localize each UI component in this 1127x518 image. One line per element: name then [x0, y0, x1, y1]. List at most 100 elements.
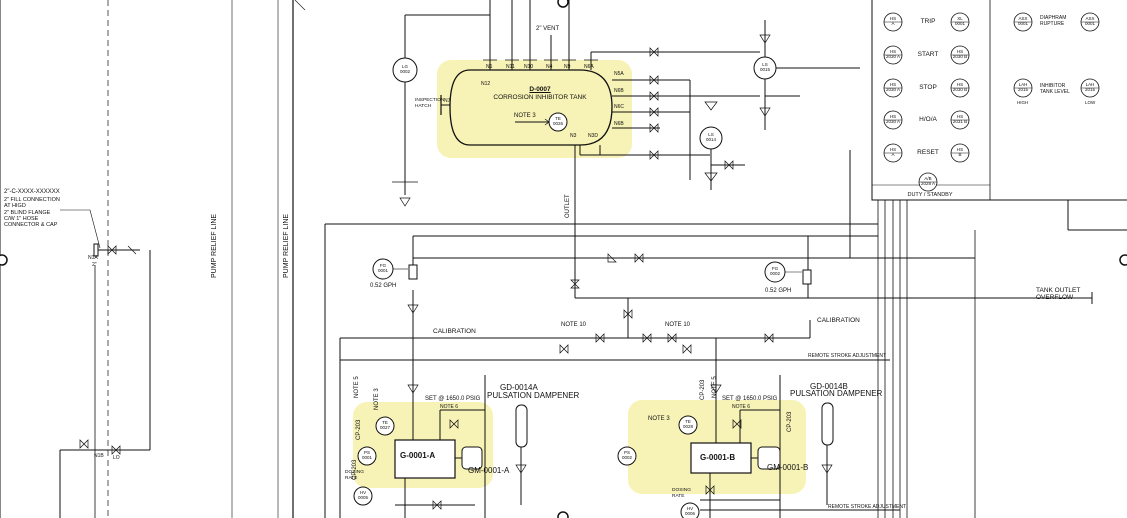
frame-mark-left: [0, 254, 8, 266]
hv-0005-bubble: [353, 486, 373, 506]
tank-nozzle-n9: N9: [564, 64, 571, 70]
gph-label-2: 0.52 GPH: [765, 288, 792, 294]
panel-label-stop: STOP: [919, 84, 937, 91]
dampener-a-body: [515, 404, 528, 448]
frame-mark-bottom: [557, 511, 569, 518]
n1a-label: N1A: [88, 255, 98, 261]
alarm-label-2: INHIBITOR TANK LEVEL: [1040, 83, 1070, 95]
duty-standby-label: DUTY / STANDBY: [907, 192, 953, 198]
remote-stroke-label-2: REMOTE STROKE ADJUSTMENT: [828, 504, 907, 510]
tank-nozzle-n4: N4: [546, 64, 553, 70]
te-0028-bubble: [678, 415, 698, 435]
dampener-a-name: PULSATION DAMPENER: [487, 391, 580, 400]
set-a-label: SET @ 1650.0 PSIG: [425, 396, 481, 402]
pump-a-tag: G-0001-A: [400, 451, 436, 460]
cp203-b-label: CP-203: [700, 379, 706, 400]
note3-b-label: NOTE 3: [648, 416, 670, 422]
panel-selector-tag: A/B 2028 A: [920, 176, 936, 186]
alarm-tag-2b: LAH 2015: [1084, 82, 1096, 92]
panel-left-tag-3: HS 2030 A: [885, 82, 901, 92]
ps-0002-bubble: [617, 446, 637, 466]
cp203-a-label: CP-203: [356, 419, 362, 440]
frame-mark-top: [557, 0, 569, 8]
alarm-high-label: HIGH: [1017, 100, 1029, 105]
tank-nozzle-n6b-2: N6B: [614, 121, 624, 127]
tank-nozzle-n11: N11: [506, 64, 515, 70]
pump-relief-line-label-2: PUMP RELIEF LINE: [283, 213, 290, 278]
note5-b-label: NOTE 5: [712, 376, 718, 398]
n1a-size: 2": [92, 262, 97, 268]
tank-tag: D-0007: [529, 86, 551, 93]
n1b-size: LO: [113, 455, 120, 461]
hv-0005-tag: HV 0005: [357, 490, 369, 500]
note5-a-label: NOTE 5: [354, 376, 360, 398]
remote-stroke-label-1: REMOTE STROKE ADJUSTMENT: [808, 353, 887, 359]
dampener-b-body: [821, 402, 834, 446]
te-0027-bubble: [375, 416, 395, 436]
note10-b-label: NOTE 10: [665, 322, 691, 328]
ps-0002-tag: PS 0002: [621, 450, 633, 460]
ls-0015-tag: LS 0015: [759, 62, 771, 72]
hv-0006-bubble: [680, 502, 700, 518]
panel-right-tag-2: HS 2030 B: [952, 49, 968, 59]
dampener-a-tag: GD-0014A: [500, 383, 538, 392]
motor-b-tag: GM-0001-B: [767, 463, 809, 472]
panel-label-hoa: H/O/A: [919, 116, 937, 123]
ps-0001-tag: PS 0001: [361, 450, 373, 460]
fill-connection-label: 2" FILL CONNECTION AT HIGD 2" BLIND FLAN…: [4, 197, 60, 229]
note10-a-label: NOTE 10: [561, 322, 587, 328]
calibration-right-label: CALIBRATION: [817, 317, 860, 324]
tank-nozzle-n10: N10: [524, 64, 534, 70]
calibration-left-label: CALIBRATION: [433, 328, 476, 335]
tank-nozzle-n6a: N6A: [584, 64, 594, 70]
outlet-label: OUTLET: [565, 194, 571, 218]
lg-0002-tag: LG 0002: [399, 64, 411, 74]
gph-label-1: 0.52 GPH: [370, 283, 397, 289]
fill-flange: [93, 243, 99, 257]
fill-leader: [60, 209, 101, 249]
motor-a-tag: GM-0001-A: [468, 466, 510, 475]
panel-label-trip: TRIP: [920, 18, 936, 25]
set-b-label: SET @ 1650.0 PSIG: [722, 396, 778, 402]
note6-a-label: NOTE 6: [440, 404, 459, 410]
tank-nozzle-n12: N12: [481, 81, 491, 87]
pump-b-body: [690, 442, 752, 474]
panel-left-tag-1: HS A: [889, 16, 897, 26]
tank-note3: NOTE 3: [514, 113, 536, 119]
highlight-tank: [437, 60, 632, 158]
fg-0002-tag: FG 0002: [769, 266, 781, 276]
tank-name: CORROSION INHIBITOR TANK: [493, 94, 587, 101]
panel-left-tag-4: HS 2030 A: [885, 114, 901, 124]
panel-right-tag-4: HS 2031 B: [952, 114, 968, 124]
panel-right-tag-3: HS 2030 B: [952, 82, 968, 92]
ls-0014-tag: LS 0014: [705, 132, 717, 142]
alarm-tag-2: LAH 2015: [1017, 82, 1029, 92]
alarm-tag-1: ASX 0001: [1017, 16, 1029, 26]
hv-0006-tag: HV 0006: [684, 506, 696, 516]
te-0026-tag: TE 0026: [552, 116, 564, 126]
alarm-label-1: DIAPHRAM RUPTURE: [1040, 15, 1067, 27]
tank-nozzle-n3d: N3D: [588, 133, 599, 139]
control-panel: [871, 0, 1127, 201]
panel-left-tag-2: HS 2030 A: [885, 49, 901, 59]
tank-nozzle-n7: N7: [444, 98, 451, 104]
ps-0001-bubble: [357, 446, 377, 466]
n1b-label: N1B: [94, 453, 104, 459]
tank-nozzle-n6c: N6C: [614, 104, 625, 110]
dampener-b-name: PULSATION DAMPENER: [790, 389, 883, 398]
panel-label-reset: RESET: [917, 149, 939, 156]
alarm-low-label: LOW: [1085, 100, 1096, 105]
tank-nozzle-n6b: N6B: [614, 88, 624, 94]
fill-spec-label: 2"-C-XXXX-XXXXXX: [4, 189, 60, 195]
pump-a-body: [394, 439, 456, 479]
tank-outlet-overflow-label: TANK OUTLET OVERFLOW: [1036, 287, 1081, 302]
vent-valve-left: [79, 439, 89, 449]
panel-bubbles: [883, 12, 1100, 192]
te-0027-tag: TE 0027: [379, 420, 391, 430]
note6-b-label: NOTE 6: [732, 404, 751, 410]
note3-a-label: NOTE 3: [374, 388, 380, 410]
panel-right-tag-5: HS B: [956, 147, 964, 157]
pump-relief-line-label-1: PUMP RELIEF LINE: [211, 213, 218, 278]
inspection-hatch-label: INSPECTION HATCH: [415, 98, 445, 109]
